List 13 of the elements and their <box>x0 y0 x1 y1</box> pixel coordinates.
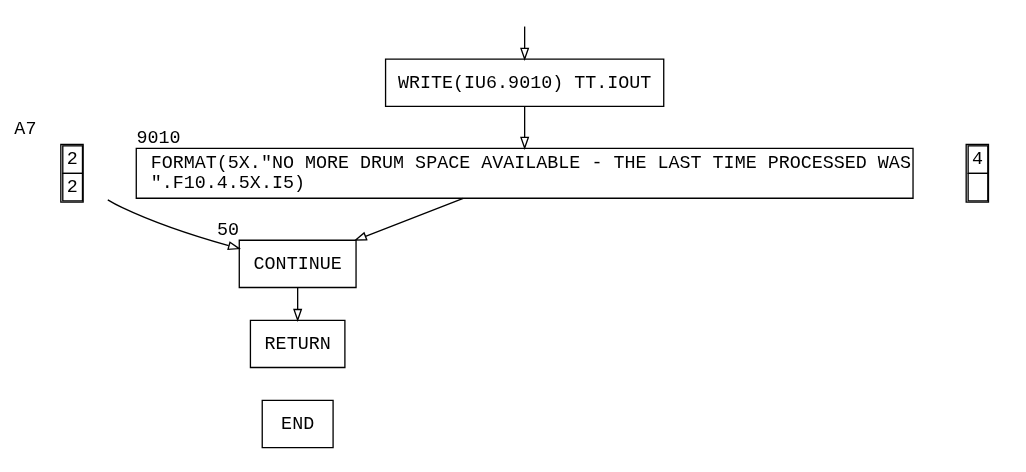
node-box: END <box>261 399 334 448</box>
node-label: 9010 <box>136 127 181 149</box>
node-box: CONTINUE <box>238 239 357 288</box>
node-box: WRITE(IU6.9010) TT.IOUT <box>384 58 664 107</box>
arrow <box>106 198 241 250</box>
arrow <box>292 286 302 322</box>
arrow <box>519 105 529 150</box>
node-box: RETURN <box>249 319 346 368</box>
node-label: 50 <box>216 219 239 241</box>
arrow <box>519 25 529 61</box>
node-label: A7 <box>13 118 36 140</box>
node-box: FORMAT(5X."NO MORE DRUM SPACE AVAILABLE - THE LAST TIME PROCESSED WAS ".F10.4.5X.I5) <box>135 147 914 199</box>
arrow <box>353 197 464 241</box>
